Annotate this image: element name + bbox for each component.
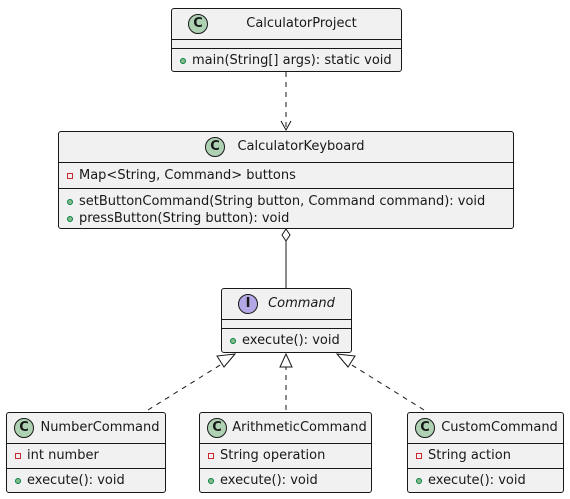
class-icon: C	[14, 418, 34, 438]
methods-section: execute(): void	[408, 468, 563, 493]
class-name: CalculatorProject	[246, 16, 357, 31]
public-visibility-icon	[67, 216, 73, 222]
method-row: execute(): void	[230, 332, 351, 349]
methods-section: execute(): void	[200, 468, 371, 493]
method-text: execute(): void	[220, 473, 318, 488]
private-visibility-icon	[416, 453, 422, 459]
methods-section: execute(): void	[7, 468, 165, 493]
class-icon: C	[188, 14, 208, 34]
dependency-edge	[280, 72, 292, 132]
method-row: execute(): void	[416, 472, 563, 489]
field-row: String action	[416, 447, 563, 464]
class-calculator-keyboard[interactable]: C CalculatorKeyboard Map<String, Command…	[58, 131, 514, 229]
methods-section: setButtonCommand(String button, Command …	[59, 188, 513, 231]
class-custom-command[interactable]: C CustomCommand String action execute():…	[407, 412, 564, 493]
field-row: String operation	[208, 447, 371, 464]
class-name: Command	[268, 296, 335, 311]
class-header: I Command	[222, 289, 351, 319]
method-row: pressButton(String button): void	[67, 210, 513, 227]
class-calculator-project[interactable]: C CalculatorProject main(String[] args):…	[171, 8, 402, 72]
class-name: CalculatorKeyboard	[237, 139, 365, 154]
private-visibility-icon	[67, 173, 73, 179]
private-visibility-icon	[208, 453, 214, 459]
class-arithmetic-command[interactable]: C ArithmeticCommand String operation exe…	[199, 412, 372, 493]
methods-section: main(String[] args): static void	[172, 48, 401, 73]
class-number-command[interactable]: C NumberCommand int number execute(): vo…	[6, 412, 166, 493]
field-text: int number	[27, 448, 99, 463]
private-visibility-icon	[15, 453, 21, 459]
class-name: ArithmeticCommand	[232, 420, 367, 435]
class-icon: C	[415, 418, 435, 438]
realization-edge-custom	[335, 353, 425, 411]
method-row: main(String[] args): static void	[180, 52, 401, 69]
class-header: C NumberCommand	[7, 413, 165, 443]
fields-section: Map<String, Command> buttons	[59, 162, 513, 188]
public-visibility-icon	[67, 199, 73, 205]
class-header: C CustomCommand	[408, 413, 563, 443]
fields-section: String operation	[200, 443, 371, 468]
field-text: String action	[428, 448, 511, 463]
method-text: pressButton(String button): void	[79, 211, 290, 226]
field-row: Map<String, Command> buttons	[67, 167, 513, 184]
class-name: NumberCommand	[40, 420, 160, 435]
field-text: String operation	[220, 448, 326, 463]
public-visibility-icon	[180, 58, 186, 64]
methods-section: execute(): void	[222, 328, 351, 353]
realization-edge-arithmetic	[279, 352, 293, 410]
class-header: C CalculatorKeyboard	[59, 132, 513, 162]
field-text: Map<String, Command> buttons	[79, 168, 296, 183]
method-text: setButtonCommand(String button, Command …	[79, 194, 486, 209]
public-visibility-icon	[15, 478, 21, 484]
interface-icon: I	[238, 294, 258, 314]
realization-arrowhead	[216, 353, 237, 368]
public-visibility-icon	[230, 338, 236, 344]
method-text: execute(): void	[27, 473, 125, 488]
fields-section: String action	[408, 443, 563, 468]
realization-arrowhead	[335, 353, 356, 368]
method-text: execute(): void	[242, 333, 340, 348]
interface-command[interactable]: I Command execute(): void	[221, 288, 352, 353]
method-row: execute(): void	[208, 472, 371, 489]
fields-section	[172, 39, 401, 48]
method-text: execute(): void	[428, 473, 526, 488]
class-header: C ArithmeticCommand	[200, 413, 371, 443]
class-header: C CalculatorProject	[172, 9, 401, 39]
method-row: execute(): void	[15, 472, 165, 489]
public-visibility-icon	[416, 478, 422, 484]
aggregation-edge	[281, 228, 291, 288]
class-icon: C	[207, 418, 227, 438]
dependency-arrowhead	[280, 120, 292, 132]
fields-section	[222, 319, 351, 328]
class-icon: C	[205, 137, 225, 157]
public-visibility-icon	[208, 478, 214, 484]
method-row: setButtonCommand(String button, Command …	[67, 193, 513, 210]
field-row: int number	[15, 447, 165, 464]
realization-edge-number	[147, 353, 237, 411]
fields-section: int number	[7, 443, 165, 468]
method-text: main(String[] args): static void	[192, 53, 392, 68]
class-name: CustomCommand	[441, 420, 558, 435]
realization-arrowhead	[279, 352, 293, 368]
